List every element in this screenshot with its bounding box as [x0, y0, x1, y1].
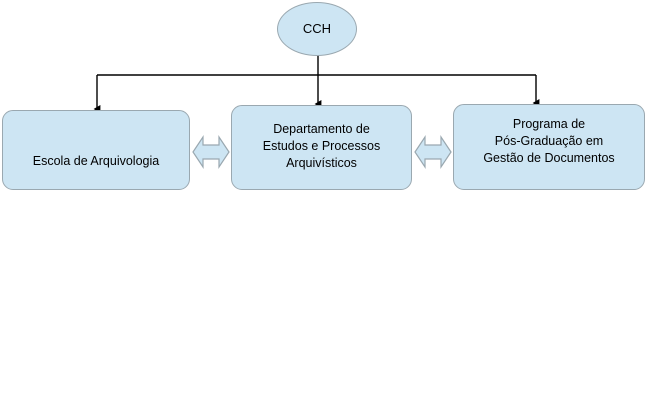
- node-departamento-label: Departamento de Estudos e Processos Arqu…: [262, 122, 381, 170]
- bidirectional-arrow-escola-departamento: [192, 135, 230, 169]
- node-cch-label: CCH: [302, 21, 332, 36]
- node-escola-de-arquivologia[interactable]: Escola de Arquivologia: [2, 110, 190, 190]
- bidirectional-arrow-departamento-programa: [414, 135, 452, 169]
- node-cch[interactable]: CCH: [277, 2, 357, 56]
- node-departamento-de-estudos-e-processos-arquivisticos[interactable]: Departamento de Estudos e Processos Arqu…: [231, 105, 412, 190]
- node-programa-de-pos-graduacao-em-gestao-de-documentos[interactable]: Programa de Pós-Graduação em Gestão de D…: [453, 104, 645, 190]
- node-programa-label: Programa de Pós-Graduação em Gestão de D…: [483, 117, 615, 165]
- node-escola-label: Escola de Arquivologia: [32, 154, 160, 168]
